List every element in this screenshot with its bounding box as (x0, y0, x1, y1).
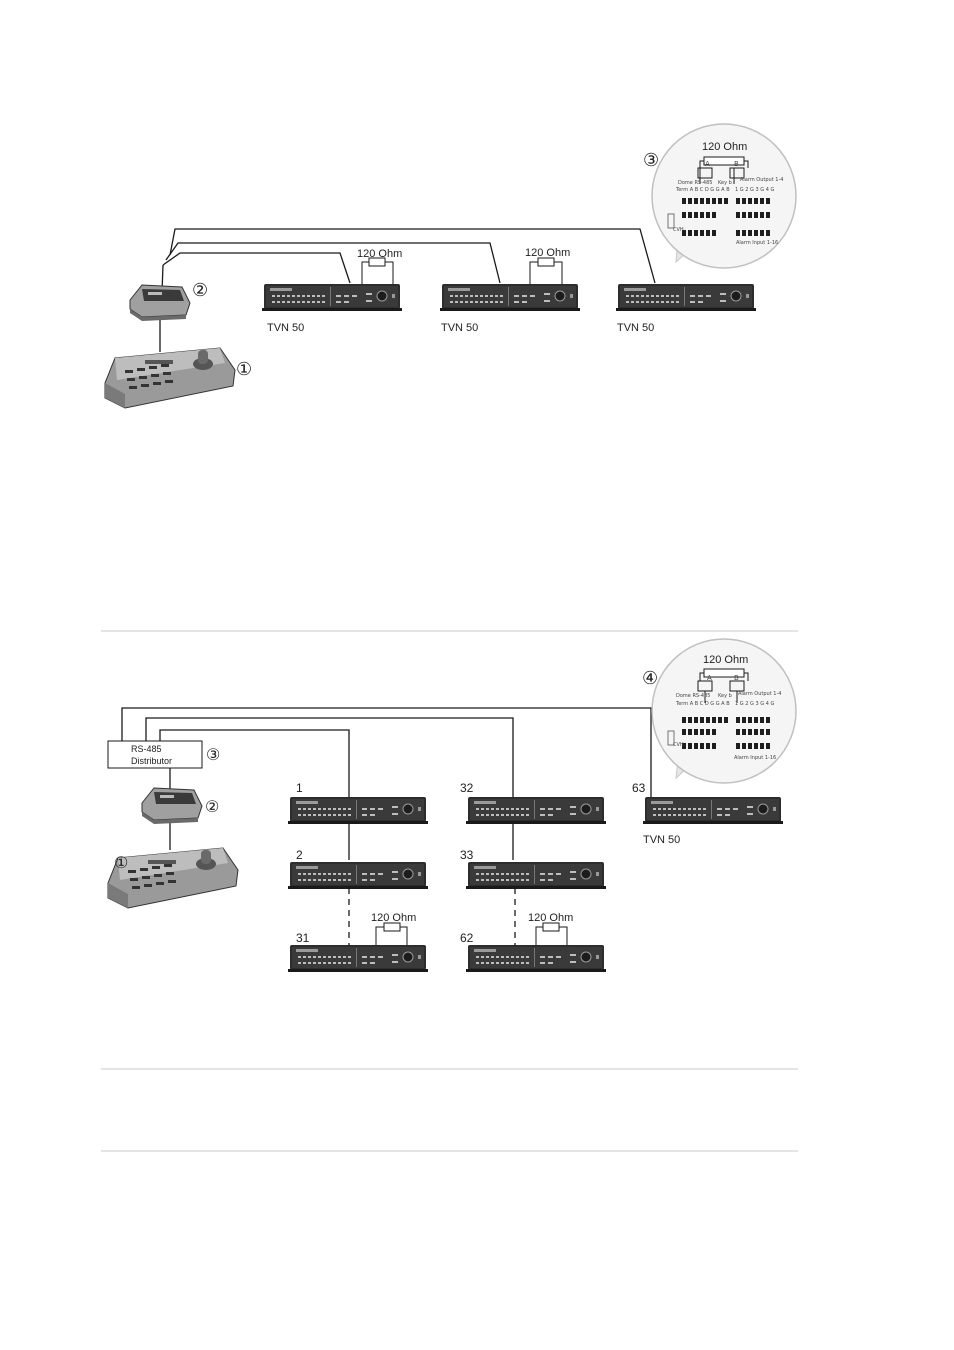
callout-zoom-2: ④ (642, 668, 658, 688)
resistor-label-2a: 120 Ohm (371, 912, 416, 924)
dvr-node-32 (465, 796, 607, 825)
dvr-number-32: 32 (460, 781, 474, 795)
dvr-node-2 (287, 861, 429, 890)
keyboard-device (104, 347, 236, 409)
zoom-1-side: CVH (673, 227, 684, 233)
zoom-detail-1 (651, 123, 797, 269)
bus-wires-2 (121, 707, 652, 860)
zoom-1-pin-b: B (734, 160, 739, 168)
dvr-node-1 (287, 796, 429, 825)
callout-distributor: ③ (206, 747, 220, 764)
dvr-unit-3 (615, 283, 757, 312)
rs485-distributor (107, 740, 203, 769)
zoom-1-resistor: 120 Ohm (702, 141, 747, 153)
callout-converter: ② (192, 280, 208, 300)
dvr-node-62 (465, 944, 607, 973)
converter-device-2 (141, 787, 203, 825)
dvr-number-2: 2 (296, 848, 303, 862)
resistor-2b (535, 922, 568, 945)
dvr-node-63 (642, 796, 784, 825)
zoom-2-pin-b: B (734, 674, 739, 682)
distributor-line1: RS-485 (131, 744, 162, 754)
zoom-1-alarm-row: 1 G 2 G 3 G 4 G (735, 187, 774, 193)
dashed-wires (348, 888, 516, 945)
zoom-2-side: CVH (673, 742, 684, 748)
dvr-node-31 (287, 944, 429, 973)
zoom-2-alarm-row: 1 G 2 G 3 G 4 G (735, 701, 774, 707)
resistor-label-1b: 120 Ohm (525, 247, 570, 259)
zoom-2-pin-a: A (707, 674, 712, 682)
dvr-63-label: TVN 50 (643, 834, 680, 846)
dvr-number-33: 33 (460, 848, 474, 862)
dvr-node-33 (465, 861, 607, 890)
distributor-line2: Distributor (131, 756, 172, 766)
zoom-1-pin-a: A (705, 160, 710, 168)
dvr-label-1: TVN 50 (267, 322, 304, 334)
zoom-2-term-row: Term A B C D G G A B (675, 701, 730, 707)
resistor-2a (375, 922, 408, 945)
dvr-number-63: 63 (632, 781, 646, 795)
dvr-number-31: 31 (296, 931, 310, 945)
zoom-2-resistor: 120 Ohm (703, 654, 748, 666)
callout-keyboard-2: ① (114, 855, 128, 872)
callout-keyboard: ① (236, 359, 252, 379)
resistor-1a (361, 257, 394, 285)
dvr-unit-1 (261, 283, 403, 312)
dvr-label-2: TVN 50 (441, 322, 478, 334)
dvr-label-3: TVN 50 (617, 322, 654, 334)
zoom-1-dome: Dome RS-485 (678, 180, 712, 186)
zoom-2-alarm-out: Alarm Output 1-4 (738, 691, 781, 697)
zoom-2-keyb: Key b (718, 693, 732, 699)
zoom-2-dome: Dome RS-485 (676, 693, 710, 699)
zoom-1-alarm-in: Alarm Input 1-16 (736, 240, 778, 246)
dvr-number-62: 62 (460, 931, 474, 945)
zoom-detail-2 (651, 638, 797, 784)
diagram-2: RS-485 Distributor ③ ② ① 1 2 31 32 33 62… (107, 638, 797, 973)
zoom-1-keyb: Key b (718, 180, 732, 186)
resistor-label-2b: 120 Ohm (528, 912, 573, 924)
dvr-unit-2 (439, 283, 581, 312)
zoom-2-alarm-in: Alarm Input 1-16 (734, 755, 776, 761)
resistor-1b (529, 257, 563, 285)
callout-zoom-1: ③ (643, 150, 659, 170)
zoom-1-term-row: Term A B C D G G A B (675, 187, 730, 193)
dvr-number-1: 1 (296, 781, 303, 795)
bus-wires-1 (161, 228, 656, 294)
callout-converter-2: ② (205, 799, 219, 816)
converter-device (129, 284, 191, 322)
resistor-label-1a: 120 Ohm (357, 248, 402, 260)
zoom-1-alarm-out: Alarm Output 1-4 (740, 177, 783, 183)
diagram-1: ① ② 120 Ohm 120 Ohm TVN 50 TVN 50 TVN 50 (104, 123, 797, 409)
